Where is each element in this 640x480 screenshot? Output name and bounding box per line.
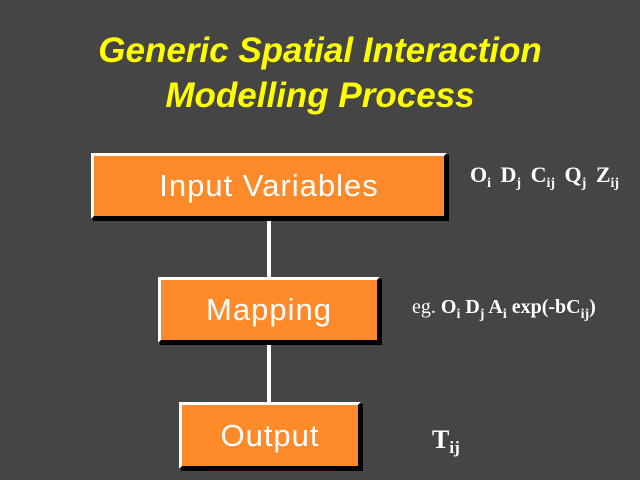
mapping-term: exp(-bCij)	[511, 296, 596, 322]
output-box: Output	[179, 402, 361, 469]
mapping-term: Oi	[440, 296, 461, 322]
title-line-2: Modelling Process	[165, 76, 475, 115]
output-label: Output	[220, 417, 320, 453]
mapping-label: Mapping	[206, 292, 332, 327]
mapping-term: Dj	[465, 296, 485, 322]
connector-mapping-output	[267, 341, 271, 405]
mapping-prefix: eg.	[412, 296, 436, 318]
input-variables-box: Input Variables	[91, 153, 447, 219]
input-term: Dj	[500, 162, 522, 191]
connector-input-mapping	[267, 217, 271, 279]
input-term: Qj	[564, 162, 587, 191]
input-term: Cij	[530, 162, 556, 191]
mapping-term: Ai	[488, 296, 507, 322]
slide-title: Generic Spatial Interaction Modelling Pr…	[0, 28, 640, 118]
input-variables-label: Input Variables	[159, 168, 379, 203]
output-formula: Tij	[432, 425, 460, 457]
input-term: Zij	[595, 162, 620, 191]
mapping-formula: eg. Oi Dj Ai exp(-bCij)	[412, 296, 596, 322]
input-variables-formula: Oi Dj Cij Qj Zij	[470, 162, 620, 191]
title-line-1: Generic Spatial Interaction	[98, 31, 542, 70]
input-term: Oi	[470, 162, 492, 191]
mapping-box: Mapping	[158, 277, 380, 343]
